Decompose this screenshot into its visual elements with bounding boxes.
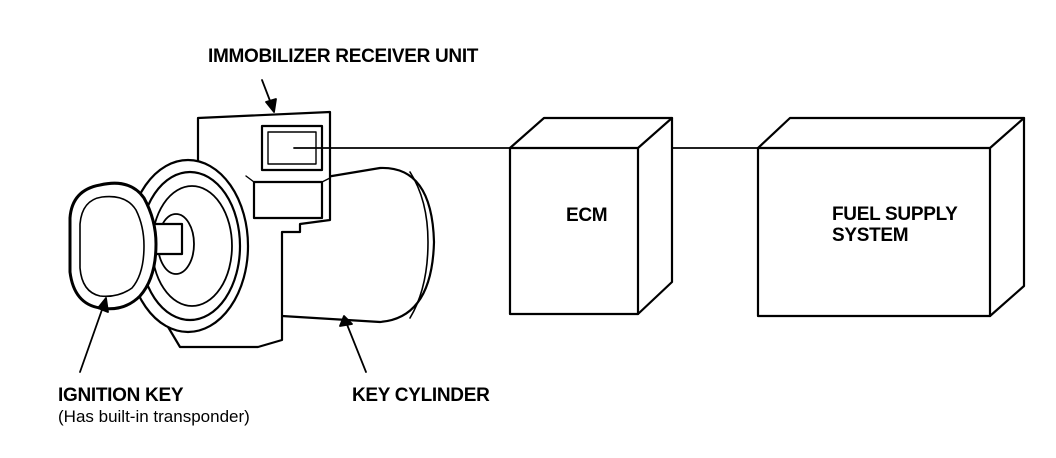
leader-arrows [79,79,367,373]
arrow-ignition-key [79,303,105,373]
immobilizer-receiver-unit-label: IMMOBILIZER RECEIVER UNIT [208,46,479,67]
ignition-key-note: (Has built-in transponder) [58,407,250,426]
key-cylinder-label: KEY CYLINDER [352,385,490,406]
ecm-box [508,116,674,316]
arrow-key-cylinder [345,321,367,373]
fuel-supply-label-line1: FUEL SUPPLY [832,204,958,225]
fuel-supply-box [756,116,1026,318]
fuel-supply-label-line2: SYSTEM [832,225,909,246]
ecm-label: ECM [566,205,608,226]
ignition-key-label: IGNITION KEY [58,385,184,406]
ignition-key [68,181,184,311]
